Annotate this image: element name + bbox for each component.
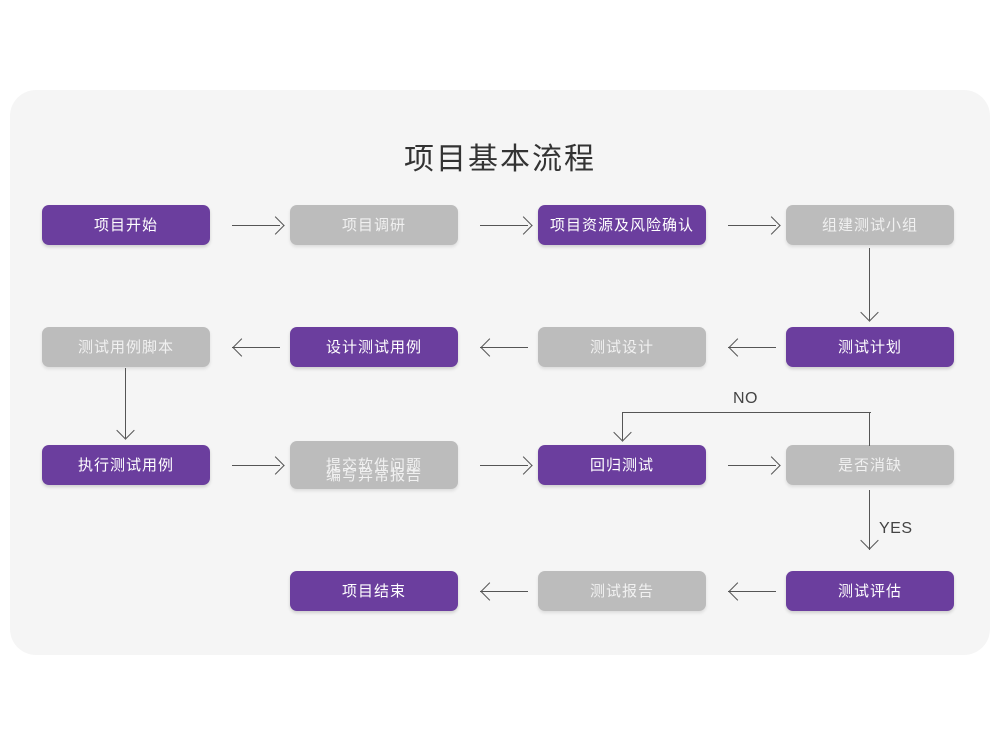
- node-design-test-case[interactable]: 设计测试用例: [290, 327, 458, 367]
- edge-execute-to-report: [232, 465, 280, 466]
- arrowhead-right-icon: [266, 216, 285, 235]
- node-label-line2: 编写异常报告: [325, 466, 422, 484]
- edge-label-yes: YES: [879, 520, 913, 537]
- arrowhead-down-icon: [613, 423, 632, 442]
- edge-report-to-end: [480, 591, 528, 592]
- node-label: 测试计划: [837, 337, 902, 356]
- node-label: 测试设计: [589, 337, 654, 356]
- arrowhead-left-icon: [480, 582, 499, 601]
- node-execute-test-case[interactable]: 执行测试用例: [42, 445, 210, 485]
- node-label: 执行测试用例: [77, 455, 174, 474]
- node-label: 回归测试: [589, 455, 654, 474]
- node-test-plan[interactable]: 测试计划: [786, 327, 954, 367]
- node-label: 测试评估: [837, 581, 902, 600]
- node-test-evaluation[interactable]: 测试评估: [786, 571, 954, 611]
- node-project-end[interactable]: 项目结束: [290, 571, 458, 611]
- edge-label-no: NO: [733, 390, 758, 407]
- edge-risk-to-team: [728, 225, 776, 226]
- arrowhead-right-icon: [514, 216, 533, 235]
- edge-evaluation-to-report: [728, 591, 776, 592]
- arrowhead-left-icon: [728, 582, 747, 601]
- node-label: 设计测试用例: [325, 337, 422, 356]
- node-test-design[interactable]: 测试设计: [538, 327, 706, 367]
- edge-no-loop-right-riser: [869, 412, 870, 446]
- node-regression-test[interactable]: 回归测试: [538, 445, 706, 485]
- node-test-case-script[interactable]: 测试用例脚本: [42, 327, 210, 367]
- edge-team-to-plan: [869, 248, 870, 320]
- arrowhead-down-icon: [860, 303, 879, 322]
- edge-design-to-case: [480, 347, 528, 348]
- node-label: 组建测试小组: [821, 215, 918, 234]
- node-label: 项目资源及风险确认: [549, 215, 694, 234]
- arrowhead-down-icon: [116, 421, 135, 440]
- edge-no-loop-left-drop: [622, 412, 623, 440]
- arrowhead-left-icon: [232, 338, 251, 357]
- node-submit-issue-report[interactable]: 提交软件问题 编写异常报告: [290, 441, 458, 489]
- arrowhead-right-icon: [514, 456, 533, 475]
- arrowhead-left-icon: [480, 338, 499, 357]
- node-label: 项目结束: [341, 581, 406, 600]
- node-project-start[interactable]: 项目开始: [42, 205, 210, 245]
- arrowhead-down-icon: [860, 531, 879, 550]
- node-label: 项目调研: [341, 215, 406, 234]
- arrowhead-right-icon: [762, 456, 781, 475]
- arrowhead-right-icon: [266, 456, 285, 475]
- edge-case-to-script: [232, 347, 280, 348]
- node-label: 测试用例脚本: [77, 337, 174, 356]
- edge-regression-to-defect: [728, 465, 776, 466]
- edge-report-to-regression: [480, 465, 528, 466]
- node-project-research[interactable]: 项目调研: [290, 205, 458, 245]
- node-test-report[interactable]: 测试报告: [538, 571, 706, 611]
- edge-yes-line: [869, 490, 870, 550]
- edge-start-to-research: [232, 225, 280, 226]
- node-resource-risk-confirm[interactable]: 项目资源及风险确认: [538, 205, 706, 245]
- edge-script-to-execute: [125, 368, 126, 438]
- page-title: 项目基本流程: [404, 142, 596, 177]
- node-defect-cleared[interactable]: 是否消缺: [786, 445, 954, 485]
- arrowhead-right-icon: [762, 216, 781, 235]
- edge-plan-to-design: [728, 347, 776, 348]
- node-label: 项目开始: [93, 215, 158, 234]
- node-label-line1: 提交软件问题: [325, 455, 422, 474]
- edge-no-loop-top: [622, 412, 871, 413]
- node-build-test-team[interactable]: 组建测试小组: [786, 205, 954, 245]
- node-label: 测试报告: [589, 581, 654, 600]
- arrowhead-left-icon: [728, 338, 747, 357]
- node-label: 是否消缺: [837, 455, 902, 474]
- flowchart-card: 项目基本流程 项目开始 项目调研 项目资源及风险确认 组建测试小组 测试用例脚本…: [10, 90, 990, 655]
- edge-research-to-risk: [480, 225, 528, 226]
